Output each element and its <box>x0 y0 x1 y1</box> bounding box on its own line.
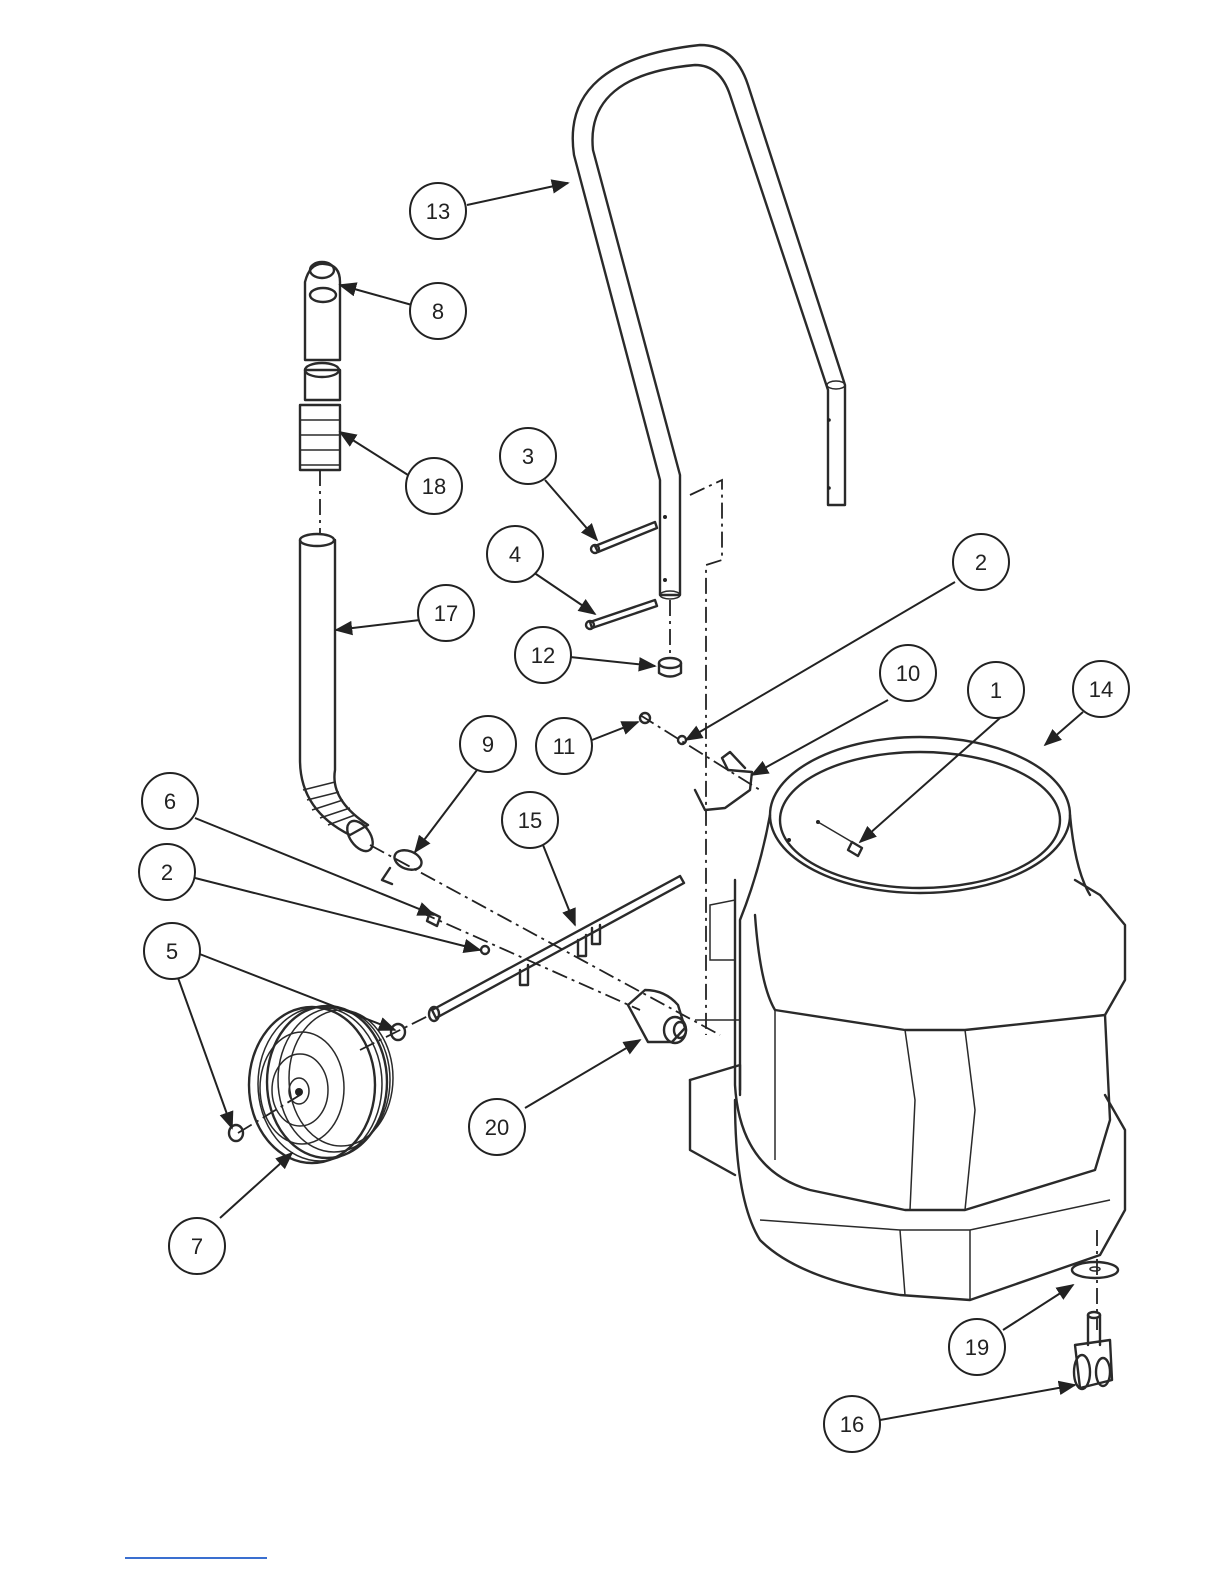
callout-part-13: 13 <box>410 183 466 239</box>
svg-text:12: 12 <box>531 643 555 668</box>
svg-text:4: 4 <box>509 542 521 567</box>
svg-text:6: 6 <box>164 789 176 814</box>
hose <box>300 534 378 856</box>
callout-part-5: 5 <box>144 923 200 979</box>
bracket <box>640 713 760 810</box>
svg-text:1: 1 <box>990 678 1002 703</box>
pins <box>586 522 657 629</box>
hose-connector <box>300 363 340 535</box>
svg-text:11: 11 <box>553 734 576 759</box>
svg-text:15: 15 <box>518 808 542 833</box>
frame-outline <box>690 480 740 1035</box>
washer <box>1072 1262 1118 1278</box>
svg-text:3: 3 <box>522 444 534 469</box>
nozzle-tool <box>305 262 340 360</box>
tank-body <box>690 737 1125 1300</box>
svg-text:9: 9 <box>482 732 494 757</box>
callout-part-16: 16 <box>824 1396 880 1452</box>
svg-text:10: 10 <box>896 661 920 686</box>
callout-part-10: 10 <box>880 645 936 701</box>
wheel <box>249 1006 393 1163</box>
assembly-lines <box>238 845 1097 1330</box>
svg-text:18: 18 <box>422 474 446 499</box>
plug <box>659 600 681 677</box>
callout-part-8: 8 <box>410 283 466 339</box>
svg-text:20: 20 <box>485 1115 509 1140</box>
svg-text:5: 5 <box>166 939 178 964</box>
callout-part-4: 4 <box>487 526 543 582</box>
svg-text:7: 7 <box>191 1234 203 1259</box>
callout-part-3: 3 <box>500 428 556 484</box>
svg-text:2: 2 <box>161 860 173 885</box>
callout-part-9: 9 <box>460 716 516 772</box>
bushing <box>628 990 686 1043</box>
svg-text:14: 14 <box>1089 677 1113 702</box>
svg-text:13: 13 <box>426 199 450 224</box>
hose-clamp <box>382 847 424 884</box>
small-fasteners <box>229 912 489 1141</box>
callout-part-18: 18 <box>406 458 462 514</box>
callout-part-1: 1 <box>968 662 1024 718</box>
screw <box>818 822 862 856</box>
svg-text:8: 8 <box>432 299 444 324</box>
handle-tube <box>573 45 845 599</box>
svg-text:16: 16 <box>840 1412 864 1437</box>
callout-part-19: 19 <box>949 1319 1005 1375</box>
caster <box>1074 1312 1112 1389</box>
svg-text:2: 2 <box>975 550 987 575</box>
callout-part-7: 7 <box>169 1218 225 1274</box>
svg-text:17: 17 <box>434 601 458 626</box>
svg-text:19: 19 <box>965 1335 989 1360</box>
callout-part-2-lower: 2 <box>139 844 195 900</box>
callout-part-11: 11 <box>536 718 592 774</box>
callout-part-2-upper: 2 <box>953 534 1009 590</box>
callout-part-15: 15 <box>502 792 558 848</box>
callout-part-17: 17 <box>418 585 474 641</box>
callout-part-20: 20 <box>469 1099 525 1155</box>
callout-part-6: 6 <box>142 773 198 829</box>
callout-part-14: 14 <box>1073 661 1129 717</box>
callout-part-12: 12 <box>515 627 571 683</box>
footer-rule <box>125 1557 267 1559</box>
